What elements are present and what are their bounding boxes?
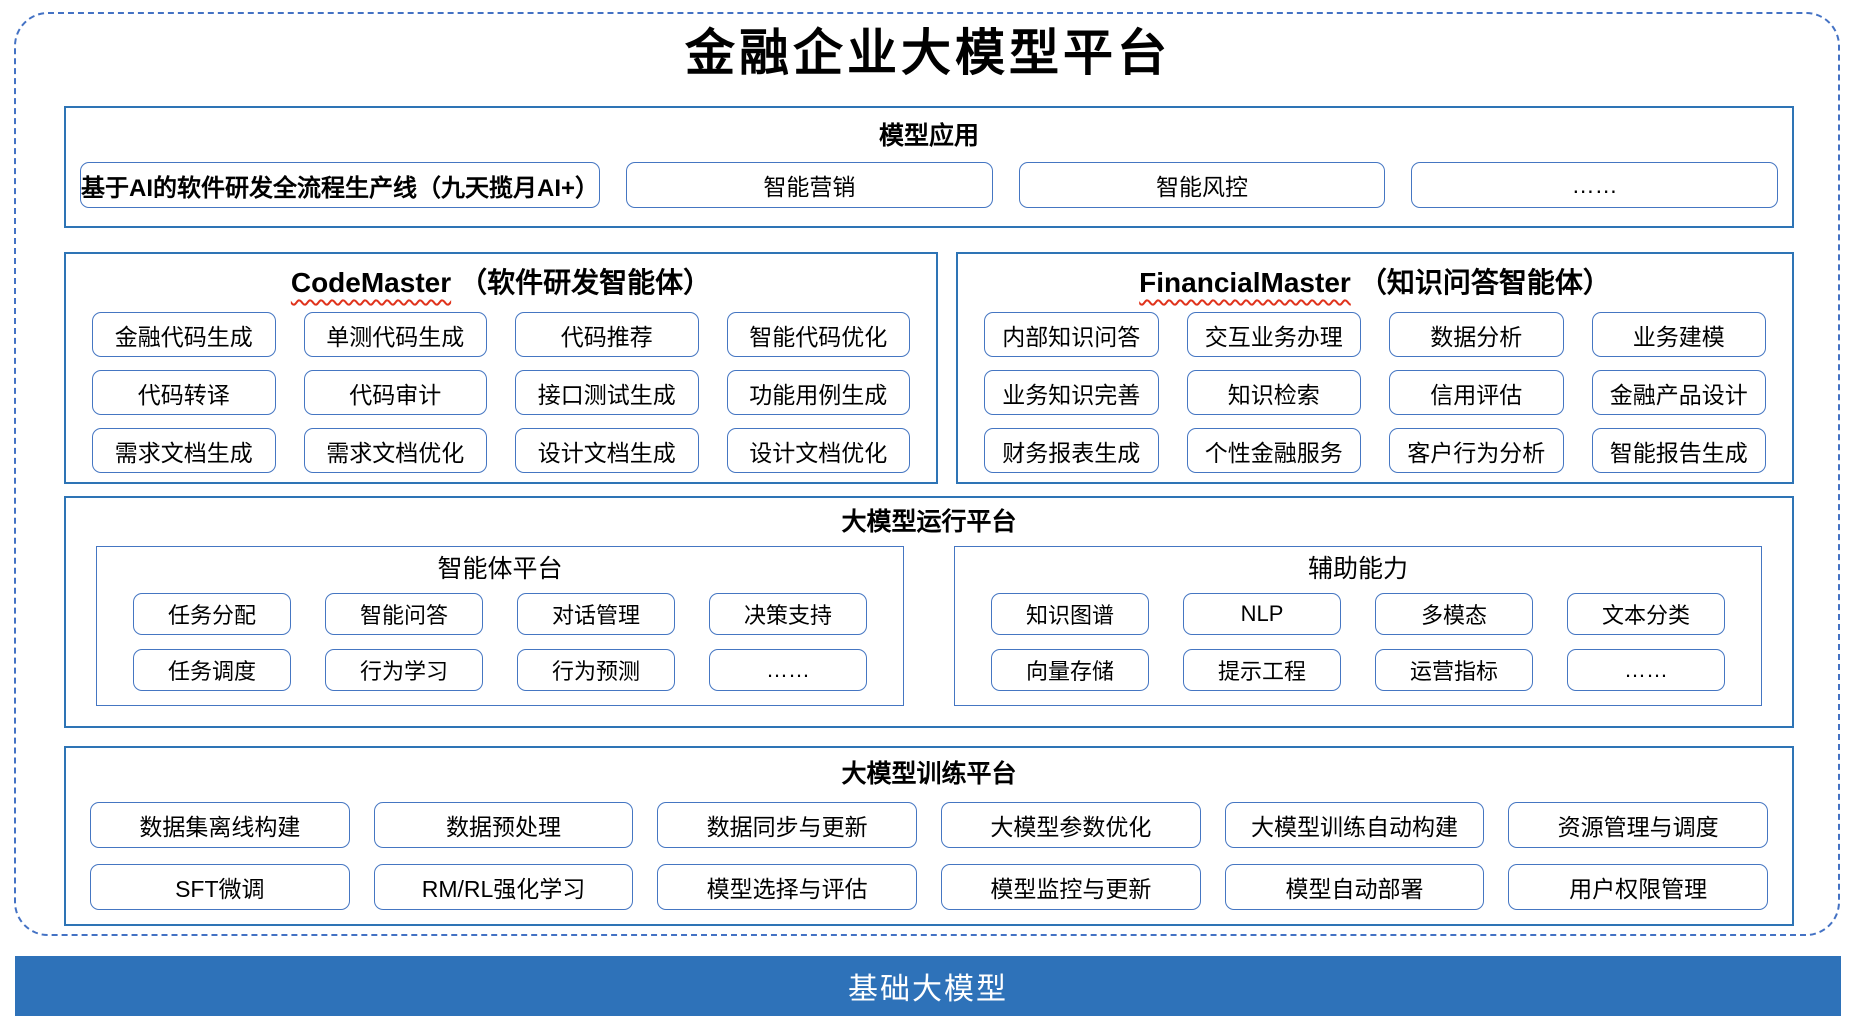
feature-box: 交互业务办理 [1186,312,1361,357]
codemaster-header: CodeMaster （软件研发智能体） [92,262,910,304]
agent-platform-grid: 任务分配智能问答对话管理决策支持任务调度行为学习行为预测 …… [133,593,867,691]
feature-box: RM/RL强化学习 [373,864,634,910]
aux-ability-box: 辅助能力 知识图谱 NLP 多模态文本分类向量存储提示工程运营指标 …… [954,546,1762,706]
feature-box: 任务调度 [133,649,291,691]
feature-box: 代码转译 [92,370,276,415]
feature-box: NLP [1183,593,1341,635]
feature-box: …… [1411,162,1778,208]
foundation-model-bar: 基础大模型 [15,956,1841,1016]
pipeline-box: 基于AI的软件研发全流程生产线（九天揽月AI+） [80,162,601,208]
feature-box: 业务知识完善 [984,370,1159,415]
feature-box: 对话管理 [517,593,675,635]
outer-dashed-frame [14,12,1840,936]
feature-box: 数据预处理 [373,802,634,848]
codemaster-box: CodeMaster （软件研发智能体） 金融代码生成单测代码生成代码推荐智能代… [64,252,938,484]
feature-box: 模型自动部署 [1224,864,1485,910]
feature-box: 数据集离线构建 [90,802,350,848]
section-runtime-header: 大模型运行平台 [841,508,1017,536]
feature-box: 知识图谱 [991,593,1149,635]
feature-box: 代码审计 [303,370,487,415]
feature-box: 大模型参数优化 [940,802,1201,848]
feature-box: 模型选择与评估 [657,864,917,910]
feature-box: 任务分配 [133,593,291,635]
section-model-applications: 模型应用 基于AI的软件研发全流程生产线（九天揽月AI+） 智能营销智能风控 …… [64,106,1794,228]
codemaster-title-en: CodeMaster [290,267,452,298]
training-grid: 数据集离线构建数据预处理数据同步与更新大模型参数优化大模型训练自动构建资源管理与… [90,802,1768,910]
feature-box: 需求文档生成 [92,428,276,473]
feature-box: 智能营销 [626,162,993,208]
feature-box: 智能报告生成 [1591,428,1766,473]
feature-box: 智能问答 [325,593,483,635]
feature-box: 接口测试生成 [515,370,699,415]
feature-box: 多模态 [1375,593,1533,635]
feature-box: 决策支持 [709,593,867,635]
feature-box: 数据分析 [1389,312,1564,357]
feature-box: SFT微调 [90,864,350,910]
agent-platform-header: 智能体平台 [437,555,563,583]
feature-box: 设计文档优化 [726,428,910,473]
feature-box: 智能风控 [1018,162,1386,208]
feature-box: 内部知识问答 [984,312,1159,357]
feature-box: …… [1567,649,1725,691]
feature-box: 用户权限管理 [1508,864,1768,910]
section-training-platform: 大模型训练平台 数据集离线构建数据预处理数据同步与更新大模型参数优化大模型训练自… [64,746,1794,926]
feature-box: 行为学习 [325,649,483,691]
feature-box: 运营指标 [1375,649,1533,691]
feature-box: 金融代码生成 [92,312,276,357]
financialmaster-title-en: FinancialMaster [1139,267,1351,298]
feature-box: 向量存储 [991,649,1149,691]
feature-box: 信用评估 [1389,370,1564,415]
feature-box: 个性金融服务 [1186,428,1361,473]
feature-box: 智能代码优化 [726,312,910,357]
feature-box: 需求文档优化 [303,428,487,473]
feature-box: 数据同步与更新 [657,802,917,848]
section-training-header: 大模型训练平台 [841,760,1017,788]
financialmaster-grid: 内部知识问答交互业务办理数据分析业务建模业务知识完善知识检索信用评估金融产品设计… [984,312,1766,473]
feature-box: 金融产品设计 [1591,370,1766,415]
feature-box: 提示工程 [1183,649,1341,691]
codemaster-grid: 金融代码生成单测代码生成代码推荐智能代码优化代码转译代码审计接口测试生成功能用例… [92,312,910,473]
feature-box: 文本分类 [1567,593,1725,635]
feature-box: 财务报表生成 [984,428,1159,473]
feature-box: 客户行为分析 [1389,428,1564,473]
feature-box: 知识检索 [1186,370,1361,415]
runtime-inner-row: 智能体平台 任务分配智能问答对话管理决策支持任务调度行为学习行为预测 …… 辅助能… [96,546,1762,706]
aux-ability-grid: 知识图谱 NLP 多模态文本分类向量存储提示工程运营指标 …… [991,593,1725,691]
feature-box: 模型监控与更新 [940,864,1201,910]
section-agents: CodeMaster （软件研发智能体） 金融代码生成单测代码生成代码推荐智能代… [64,252,1794,484]
codemaster-title-zh: （软件研发智能体） [459,267,712,298]
page-title: 金融企业大模型平台 [685,25,1171,81]
model-applications-row: 基于AI的软件研发全流程生产线（九天揽月AI+） 智能营销智能风控 …… [80,162,1778,208]
aux-ability-header: 辅助能力 [1307,555,1408,583]
feature-box: 设计文档生成 [515,428,699,473]
feature-box: 代码推荐 [515,312,699,357]
feature-box: 行为预测 [517,649,675,691]
section-runtime-platform: 大模型运行平台 智能体平台 任务分配智能问答对话管理决策支持任务调度行为学习行为… [64,496,1794,728]
financialmaster-header: FinancialMaster （知识问答智能体） [984,262,1766,304]
feature-box: 功能用例生成 [726,370,910,415]
agent-platform-box: 智能体平台 任务分配智能问答对话管理决策支持任务调度行为学习行为预测 …… [96,546,904,706]
feature-box: 资源管理与调度 [1508,802,1768,848]
financialmaster-title-zh: （知识问答智能体） [1358,267,1611,298]
feature-box: 业务建模 [1591,312,1766,357]
feature-box: …… [709,649,867,691]
feature-box: 单测代码生成 [303,312,487,357]
section-model-applications-header: 模型应用 [878,122,979,150]
financialmaster-box: FinancialMaster （知识问答智能体） 内部知识问答交互业务办理数据… [956,252,1794,484]
feature-box: 大模型训练自动构建 [1224,802,1485,848]
